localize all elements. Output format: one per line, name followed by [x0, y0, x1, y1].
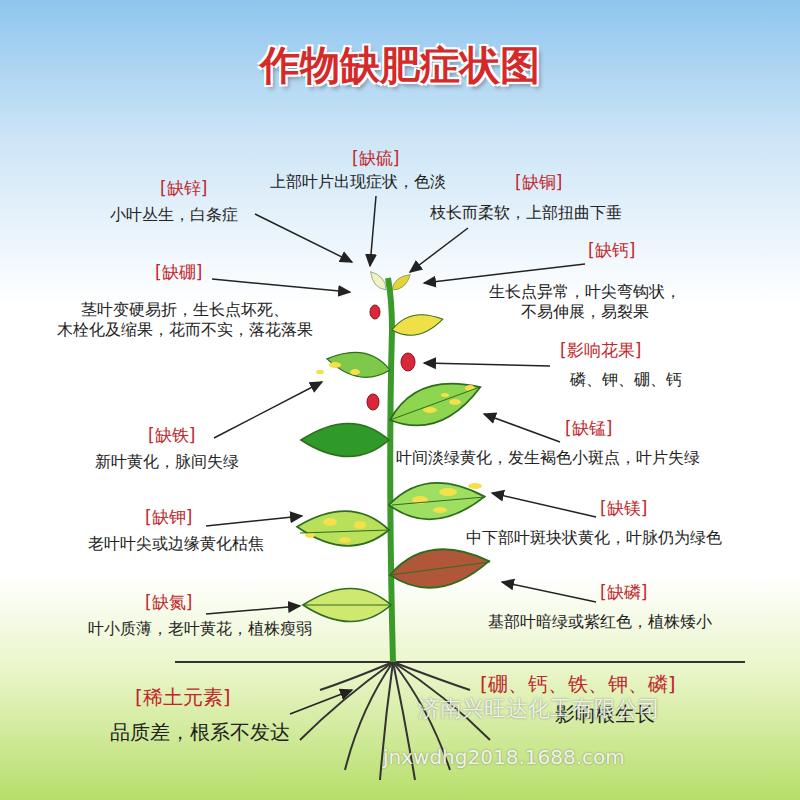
symptom-heading: [缺锌] [160, 178, 207, 199]
symptom-heading: [影响花果] [560, 340, 641, 361]
symptom-text: 老叶叶尖或边缘黄化枯焦 [88, 534, 264, 554]
fruits [367, 305, 415, 410]
watermark: jnxwdhg2018.1688.com [383, 745, 625, 770]
symptom-text: 叶小质薄，老叶黄花，植株瘦弱 [88, 619, 312, 639]
symptom-heading: [缺钾] [145, 507, 192, 528]
symptom-text: 基部叶暗绿或紫红色，植株矮小 [488, 612, 712, 632]
symptom-text: 新叶黄化，脉间失绿 [95, 452, 239, 472]
symptom-text: 茎叶变硬易折，生长点坏死、 木栓化及缩果，花而不实，落花落果 [40, 300, 330, 340]
symptom-heading: [缺硫] [352, 148, 399, 169]
symptom-text: 中下部叶斑块状黄化，叶脉仍为绿色 [466, 528, 722, 548]
symptom-heading: [硼、钙、铁、钾、磷] [480, 672, 676, 697]
symptom-heading: [缺锰] [565, 418, 612, 439]
symptom-heading: [缺磷] [600, 582, 647, 603]
symptom-heading: [缺氮] [145, 592, 192, 613]
symptom-text: 磷、钾、硼、钙 [570, 370, 682, 390]
symptom-text: 枝长而柔软，上部扭曲下垂 [430, 203, 622, 223]
symptom-text: 生长点异常，叶尖弯钩状， 不易伸展，易裂果 [480, 282, 690, 322]
symptom-heading: [缺镁] [600, 498, 647, 519]
symptom-text: 小叶丛生，白条症 [110, 205, 238, 225]
symptom-text: 叶间淡绿黄化，发生褐色小斑点，叶片失绿 [396, 448, 700, 468]
symptom-text: 上部叶片出现症状，色淡 [270, 172, 446, 192]
symptom-heading: [稀土元素] [135, 685, 231, 710]
symptom-heading: [缺钙] [588, 240, 635, 261]
symptom-text: 品质差，根系不发达 [110, 720, 290, 745]
symptom-heading: [缺硼] [155, 262, 202, 283]
title: 作物缺肥症状图 [0, 38, 800, 93]
symptom-heading: [缺铜] [515, 172, 562, 193]
leaves [296, 269, 491, 622]
watermark: 济南兴旺达化工有限公司 [418, 695, 660, 723]
leaf-veins [300, 387, 490, 605]
ground-line [175, 661, 745, 663]
symptom-heading: [缺铁] [148, 425, 195, 446]
